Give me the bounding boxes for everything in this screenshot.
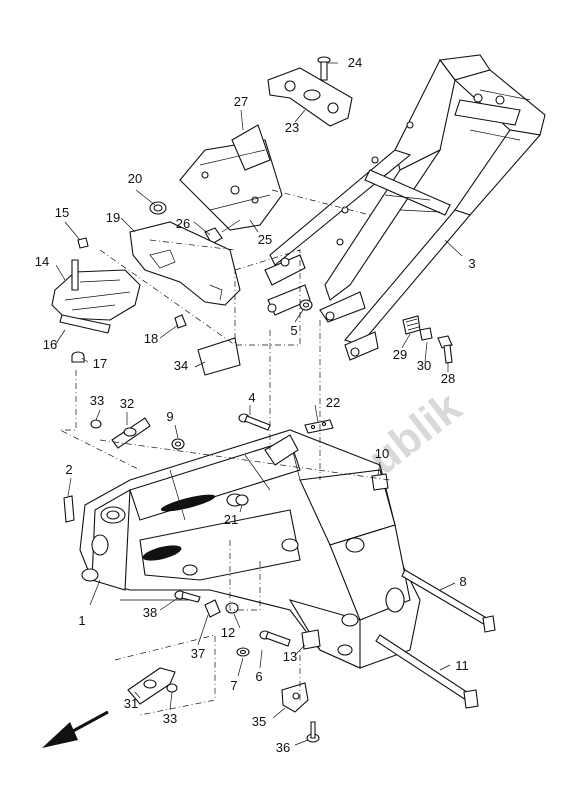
callout-22: 22 (326, 395, 340, 410)
callout-3: 3 (468, 256, 475, 271)
callout-30: 30 (417, 358, 431, 373)
callout-8: 8 (459, 574, 466, 589)
callout-23: 23 (285, 120, 299, 135)
bracket-22 (304, 419, 334, 434)
nut-12 (225, 602, 239, 614)
bolt-28 (437, 335, 453, 364)
battery-bracket (179, 124, 283, 245)
callout-15: 15 (55, 205, 69, 220)
collar-30 (419, 327, 433, 341)
callout-34: 34 (174, 358, 188, 373)
callout-19: 19 (106, 210, 120, 225)
callout-9: 9 (166, 409, 173, 424)
rear-bracket (267, 67, 353, 127)
callout-6: 6 (255, 669, 262, 684)
collar-9 (171, 438, 185, 450)
callout-10: 10 (375, 446, 389, 461)
callout-2: 2 (65, 462, 72, 477)
bracket-35 (281, 682, 309, 713)
callout-31: 31 (124, 696, 138, 711)
damper-29 (402, 315, 421, 335)
callout-12: 12 (221, 625, 235, 640)
main-frame (79, 429, 421, 669)
clip-37 (204, 599, 221, 618)
callout-labels: 1 2 3 4 5 6 7 8 9 10 11 12 13 14 15 16 1… (35, 55, 476, 755)
tray-14 (51, 259, 141, 334)
callout-38: 38 (143, 605, 157, 620)
callout-37: 37 (191, 646, 205, 661)
nut-21 (235, 494, 249, 506)
callout-21: 21 (224, 512, 238, 527)
arrow-down-left-icon (42, 710, 109, 748)
grommet-17 (71, 351, 85, 363)
leader-lines (54, 62, 463, 746)
bolt-33-top (90, 419, 102, 429)
callout-11: 11 (455, 658, 469, 673)
construction-lines (59, 189, 391, 716)
callout-16: 16 (43, 337, 57, 352)
bolt-24 (317, 56, 331, 81)
callout-17: 17 (93, 356, 107, 371)
collar-10 (371, 473, 389, 491)
callout-14: 14 (35, 254, 49, 269)
callout-33-bottom: 33 (163, 711, 177, 726)
callout-27: 27 (234, 94, 248, 109)
plate-32 (111, 417, 151, 449)
callout-33-top: 33 (90, 393, 104, 408)
callout-29: 29 (393, 347, 407, 362)
bolt-6 (259, 630, 291, 647)
plate-34 (197, 337, 241, 376)
bolt-4 (238, 413, 271, 431)
callout-4: 4 (248, 390, 255, 405)
callout-18: 18 (144, 331, 158, 346)
callout-24: 24 (348, 55, 362, 70)
rear-subframe (264, 54, 546, 361)
pivot-bolt-11 (375, 634, 479, 709)
callout-1: 1 (78, 613, 85, 628)
bolt-33-bottom (166, 683, 178, 693)
nut-5 (299, 299, 313, 311)
clip-15 (77, 237, 89, 249)
washer-7 (236, 647, 250, 657)
bolt-36 (306, 721, 320, 743)
collar-13 (301, 629, 321, 650)
callout-5: 5 (290, 323, 297, 338)
callout-7: 7 (230, 678, 237, 693)
callout-32: 32 (120, 396, 134, 411)
bolt-38 (174, 590, 201, 603)
callout-36: 36 (276, 740, 290, 755)
callout-26: 26 (176, 216, 190, 231)
callout-13: 13 (283, 649, 297, 664)
pivot-bolt-8 (401, 569, 496, 633)
callout-20: 20 (128, 171, 142, 186)
band-20 (149, 201, 167, 215)
callout-25: 25 (258, 232, 272, 247)
callout-35: 35 (252, 714, 266, 729)
plate-31 (127, 667, 176, 705)
callout-28: 28 (441, 371, 455, 386)
rod-2 (63, 495, 75, 523)
cover-19 (129, 221, 241, 306)
